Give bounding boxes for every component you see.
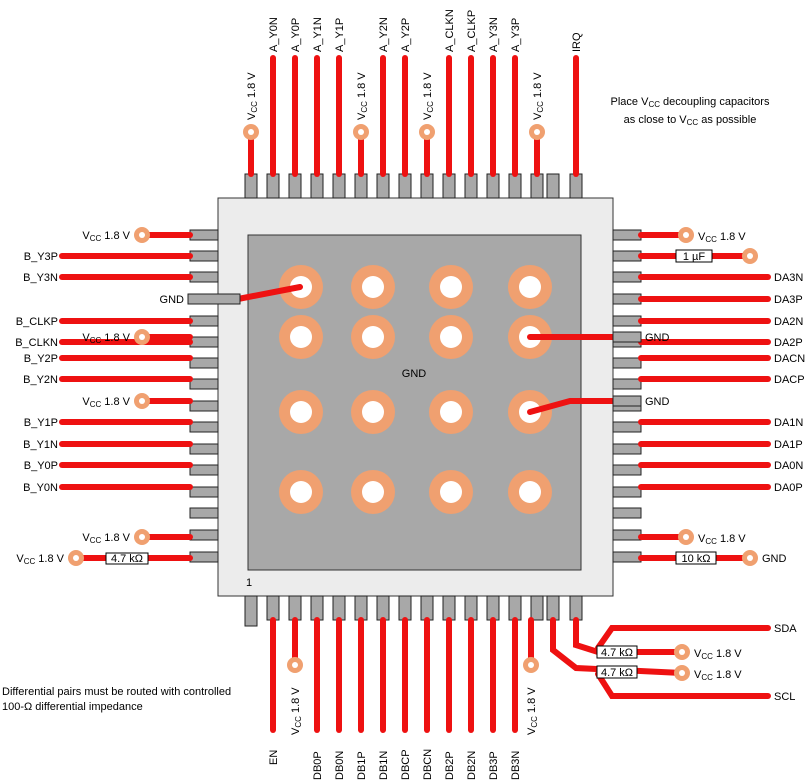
pin-da3p: DA3P (774, 294, 803, 306)
pin-b-y1n: B_Y1N (23, 439, 58, 451)
bottom-vcc-vias (287, 644, 690, 681)
vcc-label-top-4: VCC 1.8 V (532, 72, 545, 120)
vcc-label-left-2: VCC 1.8 V (82, 332, 130, 345)
resistor-sda-label: 4.7 kΩ (601, 647, 633, 659)
pin-dbcp: DBCP (400, 749, 412, 780)
bottom-pads (244, 595, 583, 627)
resistor-left (105, 552, 149, 565)
pin-b-y1p: B_Y1P (24, 417, 58, 429)
vcc-label-left-3: VCC 1.8 V (82, 396, 130, 409)
pin-a-clkp: A_CLKP (466, 10, 478, 52)
note-top-line1: Place VCC decoupling capacitors (611, 96, 770, 109)
pin-db3p: DB3P (488, 751, 500, 780)
resistor-scl-label: 4.7 kΩ (601, 667, 633, 679)
vcc-label-bottom-2: VCC 1.8 V (526, 687, 539, 735)
pin-sda: SDA (774, 623, 797, 635)
pin-b-clkn: B_CLKN (15, 337, 58, 349)
right-pin-labels: VCC 1.8 V DA3N DA3P DA2N DA2P GND DACN D… (645, 231, 805, 565)
left-pads (189, 229, 219, 563)
pin1-label: 1 (246, 577, 252, 589)
vcc-label-right-1: VCC 1.8 V (698, 231, 746, 244)
pin-db2p: DB2P (444, 751, 456, 780)
pin-da0n: DA0N (774, 460, 803, 472)
vcc-label-sda: VCC 1.8 V (694, 648, 742, 661)
resistor-sda (596, 645, 638, 659)
pin-a-y2n: A_Y2N (378, 17, 390, 52)
pin-scl: SCL (774, 691, 795, 703)
right-vcc-vias (678, 227, 758, 566)
resistor-right (675, 551, 717, 565)
note-top-line2: as close to VCC as possible (624, 114, 757, 127)
vcc-label-left-1: VCC 1.8 V (82, 230, 130, 243)
pin-a-y0n: A_Y0N (268, 17, 280, 52)
pin-left-gnd: GND (160, 294, 185, 306)
pin-da3n: DA3N (774, 272, 803, 284)
pin-da2p: DA2P (774, 337, 803, 349)
vcc-label-left-4: VCC 1.8 V (82, 532, 130, 545)
note-bottom-line1: Differential pairs must be routed with c… (2, 686, 231, 698)
right-gnd-pad-2 (612, 395, 642, 407)
pin-da1n: DA1N (774, 417, 803, 429)
pin-a-y0p: A_Y0P (290, 18, 302, 52)
pin-dacn: DACN (774, 353, 805, 365)
pin-irq: IRQ (571, 32, 583, 52)
pin-dbcn: DBCN (422, 749, 434, 780)
pin-db0n: DB0N (334, 751, 346, 780)
pin-a-y3p: A_Y3P (510, 18, 522, 52)
left-traces (59, 232, 303, 561)
resistor-scl (596, 665, 638, 679)
pin-a-y2p: A_Y2P (400, 18, 412, 52)
note-bottom-line2: 100-Ω differential impedance (2, 701, 143, 713)
bottom-traces (270, 617, 771, 733)
pin-da0p: DA0P (774, 482, 803, 494)
pin-da2n: DA2N (774, 316, 803, 328)
pin-da1p: DA1P (774, 439, 803, 451)
bottom-pin-labels: EN VCC 1.8 V DB0P DB0N DB1P DB1N DBCP DB… (268, 623, 797, 780)
pin-db3n: DB3N (510, 751, 522, 780)
left-pin-labels: VCC 1.8 V B_Y3P B_Y3N GND B_CLKP B_CLKN … (15, 230, 184, 566)
left-gnd-pad (187, 293, 241, 305)
vcc-label-top-2: VCC 1.8 V (356, 72, 369, 120)
pin-b-clkp: B_CLKP (16, 316, 58, 328)
resistor-left-label: 4.7 kΩ (111, 553, 143, 565)
thermal-via-array (279, 265, 552, 514)
pin-b-y2p: B_Y2P (24, 353, 58, 365)
pin-en: EN (268, 750, 280, 765)
capacitor-label: 1 µF (683, 251, 706, 263)
vcc-label-right-2: VCC 1.8 V (698, 533, 746, 546)
pin-b-y3n: B_Y3N (23, 272, 58, 284)
pin-b-y2n: B_Y2N (23, 374, 58, 386)
top-pin-labels: A_Y0N A_Y0P A_Y1N A_Y1P A_Y2N A_Y2P A_CL… (246, 9, 583, 120)
vcc-label-top-3: VCC 1.8 V (422, 72, 435, 120)
pin-a-y3n: A_Y3N (488, 17, 500, 52)
vcc-label-scl: VCC 1.8 V (694, 669, 742, 682)
pin-right-gnd-3: GND (762, 553, 787, 565)
pin-db0p: DB0P (312, 751, 324, 780)
top-pads (244, 173, 583, 199)
pin-db1n: DB1N (378, 751, 390, 780)
pin-b-y0p: B_Y0P (24, 460, 58, 472)
pin-db2n: DB2N (466, 751, 478, 780)
pin-b-y0n: B_Y0N (23, 482, 58, 494)
pin-right-gnd-2: GND (645, 396, 670, 408)
top-vcc-vias (243, 124, 545, 140)
pin-a-y1n: A_Y1N (312, 17, 324, 52)
vcc-label-left-5: VCC 1.8 V (16, 553, 64, 566)
right-gnd-pad-1 (612, 331, 642, 343)
top-traces (248, 55, 579, 177)
center-gnd-label: GND (402, 368, 427, 380)
pin-a-clkn: A_CLKN (444, 9, 456, 52)
vcc-label-top-1: VCC 1.8 V (246, 72, 259, 120)
pin-db1p: DB1P (356, 751, 368, 780)
vcc-label-bottom-1: VCC 1.8 V (290, 687, 303, 735)
pin-right-gnd-1: GND (645, 332, 670, 344)
right-traces (527, 232, 771, 561)
capacitor (675, 249, 713, 263)
pin-dacp: DACP (774, 374, 805, 386)
left-vcc-vias (68, 227, 150, 566)
pin-a-y1p: A_Y1P (334, 18, 346, 52)
resistor-right-label: 10 kΩ (681, 553, 710, 565)
pin-b-y3p: B_Y3P (24, 251, 58, 263)
